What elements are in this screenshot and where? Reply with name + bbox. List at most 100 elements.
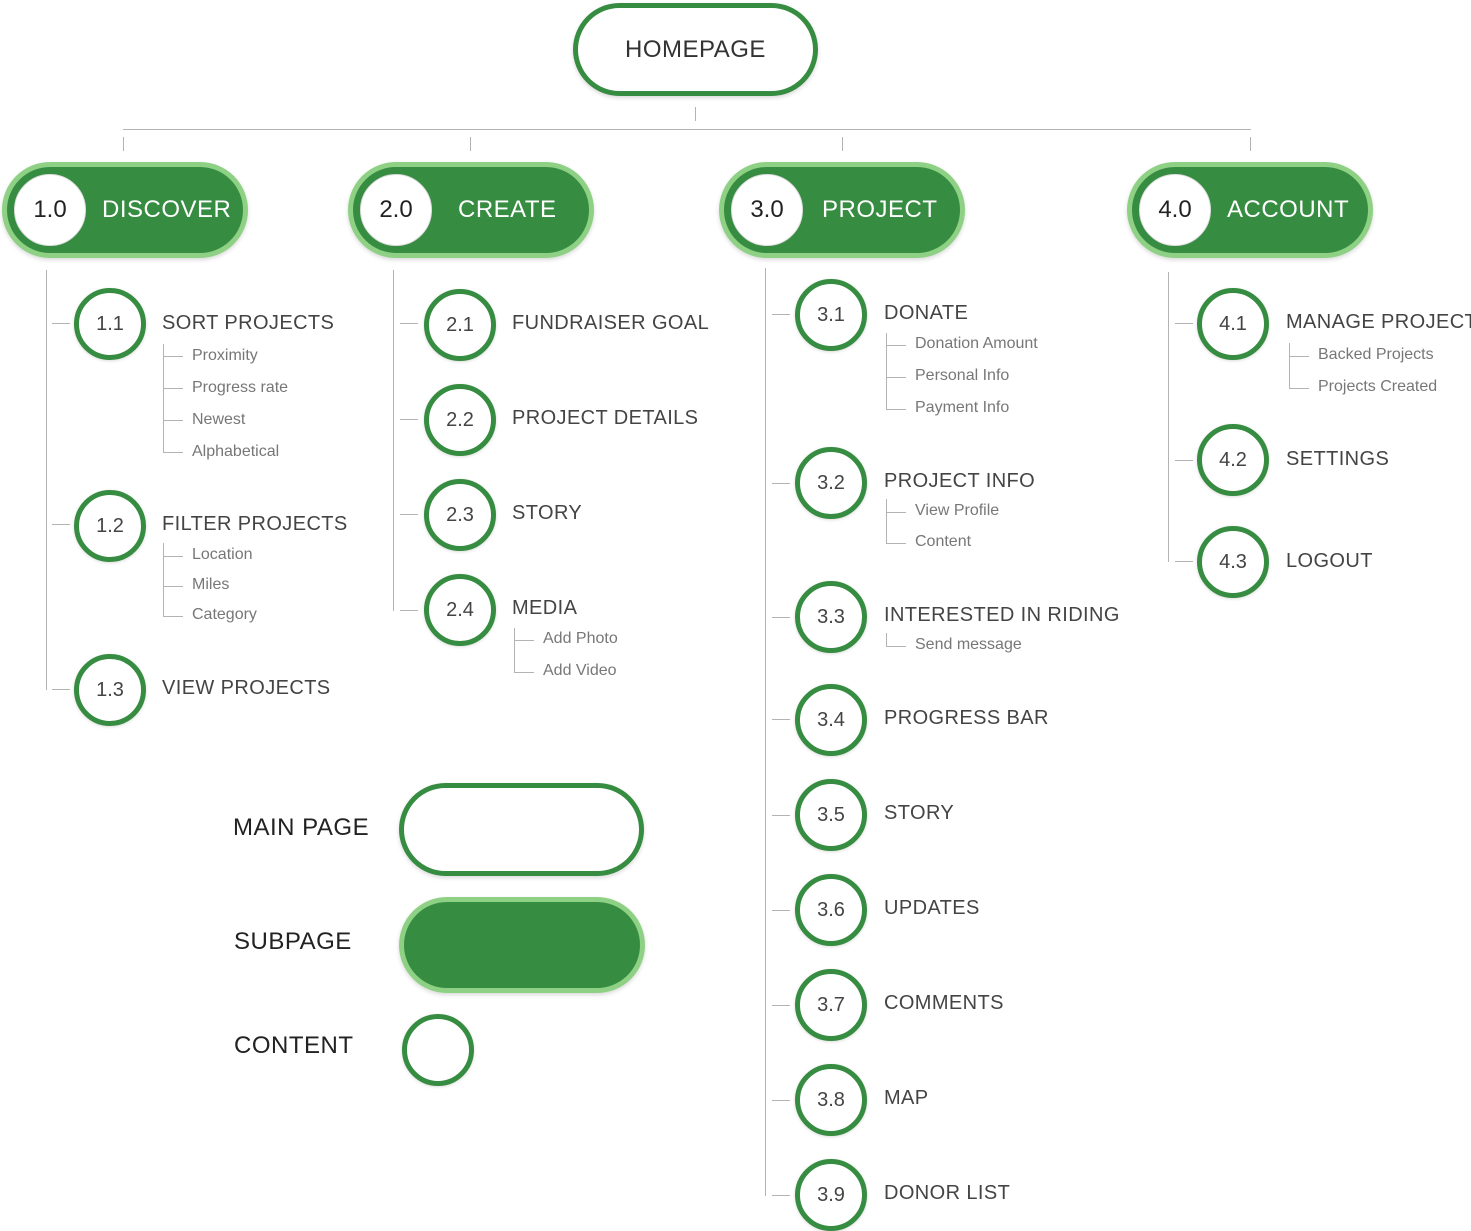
item-tick	[400, 514, 418, 515]
item-label: LOGOUT	[1286, 550, 1373, 572]
sub-item-label: Send message	[915, 636, 1022, 653]
section-label: DISCOVER	[102, 196, 232, 223]
sub-tick	[1289, 388, 1309, 389]
item-tick	[772, 910, 790, 911]
sub-tick	[514, 640, 534, 641]
legend-content-swatch	[402, 1014, 474, 1086]
legend-subpage-label: SUBPAGE	[234, 928, 352, 955]
sub-tick	[163, 420, 183, 421]
sub-item-label: View Profile	[915, 502, 1000, 519]
section-number: 3.0	[731, 174, 803, 246]
item-label: FUNDRAISER GOAL	[512, 312, 710, 334]
content-circle: 4.1	[1197, 288, 1269, 360]
content-circle: 4.2	[1197, 424, 1269, 496]
content-circle: 3.6	[795, 874, 867, 946]
item-label: MEDIA	[512, 597, 578, 619]
branch-line	[393, 270, 394, 611]
sub-item-label: Alphabetical	[192, 443, 280, 460]
sub-branch-line	[514, 628, 515, 672]
item-label: SORT PROJECTS	[162, 312, 335, 334]
item-label: DONATE	[884, 302, 969, 324]
item-tick	[772, 719, 790, 720]
content-circle: 3.2	[795, 447, 867, 519]
sub-tick	[886, 377, 906, 378]
item-tick	[400, 323, 418, 324]
content-circle: 4.3	[1197, 526, 1269, 598]
content-circle: 3.9	[795, 1159, 867, 1231]
content-circle: 2.1	[424, 289, 496, 361]
item-label: PROJECT INFO	[884, 470, 1036, 492]
branch-line	[1168, 272, 1169, 562]
section-number: 2.0	[360, 174, 432, 246]
item-label: STORY	[512, 502, 583, 524]
sub-branch-line	[163, 344, 164, 452]
sub-item-label: Progress rate	[192, 379, 289, 396]
item-tick	[772, 483, 790, 484]
homepage-node: HOMEPAGE	[573, 3, 818, 96]
section-label: PROJECT	[822, 196, 938, 223]
sub-tick	[514, 672, 534, 673]
item-tick	[400, 419, 418, 420]
sub-item-label: Payment Info	[915, 399, 1010, 416]
item-tick	[1175, 561, 1193, 562]
item-label: COMMENTS	[884, 992, 1004, 1014]
sub-tick	[163, 556, 183, 557]
legend-main-page-label: MAIN PAGE	[233, 814, 370, 841]
content-circle: 3.5	[795, 779, 867, 851]
item-tick	[772, 617, 790, 618]
content-circle: 3.7	[795, 969, 867, 1041]
section-project: 3.0 PROJECT	[719, 162, 965, 258]
item-tick	[52, 323, 70, 324]
sub-item-label: Backed Projects	[1318, 346, 1434, 363]
item-label: PROGRESS BAR	[884, 707, 1049, 729]
section-create: 2.0 CREATE	[348, 162, 594, 258]
item-label: UPDATES	[884, 897, 980, 919]
item-label: DONOR LIST	[884, 1182, 1011, 1204]
sub-tick	[163, 616, 183, 617]
item-tick	[772, 1100, 790, 1101]
content-circle: 2.3	[424, 479, 496, 551]
legend-content-label: CONTENT	[234, 1032, 354, 1059]
sub-tick	[1289, 356, 1309, 357]
sub-item-label: Content	[915, 533, 972, 550]
item-tick	[1175, 323, 1193, 324]
sub-tick	[163, 586, 183, 587]
sub-tick	[886, 543, 906, 544]
sub-tick	[886, 345, 906, 346]
root-connector	[695, 107, 696, 121]
item-label: INTERESTED IN RIDING	[884, 604, 1120, 626]
sub-item-label: Proximity	[192, 347, 258, 364]
content-circle: 1.3	[74, 654, 146, 726]
sub-branch-line	[886, 333, 887, 409]
content-circle: 3.3	[795, 581, 867, 653]
item-label: PROJECT DETAILS	[512, 407, 699, 429]
sub-item-label: Miles	[192, 576, 230, 593]
sub-tick	[163, 388, 183, 389]
content-circle: 1.2	[74, 490, 146, 562]
sub-tick	[163, 452, 183, 453]
sub-branch-line	[886, 499, 887, 543]
item-tick	[52, 689, 70, 690]
content-circle: 3.8	[795, 1064, 867, 1136]
item-label: FILTER PROJECTS	[162, 513, 348, 535]
drop-line-2	[470, 137, 471, 151]
sub-tick	[886, 409, 906, 410]
item-tick	[772, 815, 790, 816]
item-label: MANAGE PROJECTS	[1286, 311, 1471, 333]
section-label: ACCOUNT	[1227, 196, 1350, 223]
sub-branch-line	[163, 543, 164, 617]
item-tick	[772, 314, 790, 315]
sub-branch-line	[886, 633, 887, 646]
content-circle: 2.2	[424, 384, 496, 456]
top-bus-line	[123, 129, 1251, 130]
item-label: VIEW PROJECTS	[162, 677, 331, 699]
item-tick	[1175, 460, 1193, 461]
item-label: SETTINGS	[1286, 448, 1390, 470]
sub-item-label: Location	[192, 546, 253, 563]
item-label: MAP	[884, 1087, 929, 1109]
sub-item-label: Personal Info	[915, 367, 1010, 384]
drop-line-1	[123, 137, 124, 151]
sub-item-label: Projects Created	[1318, 378, 1438, 395]
item-label: STORY	[884, 802, 955, 824]
sub-item-label: Newest	[192, 411, 246, 428]
